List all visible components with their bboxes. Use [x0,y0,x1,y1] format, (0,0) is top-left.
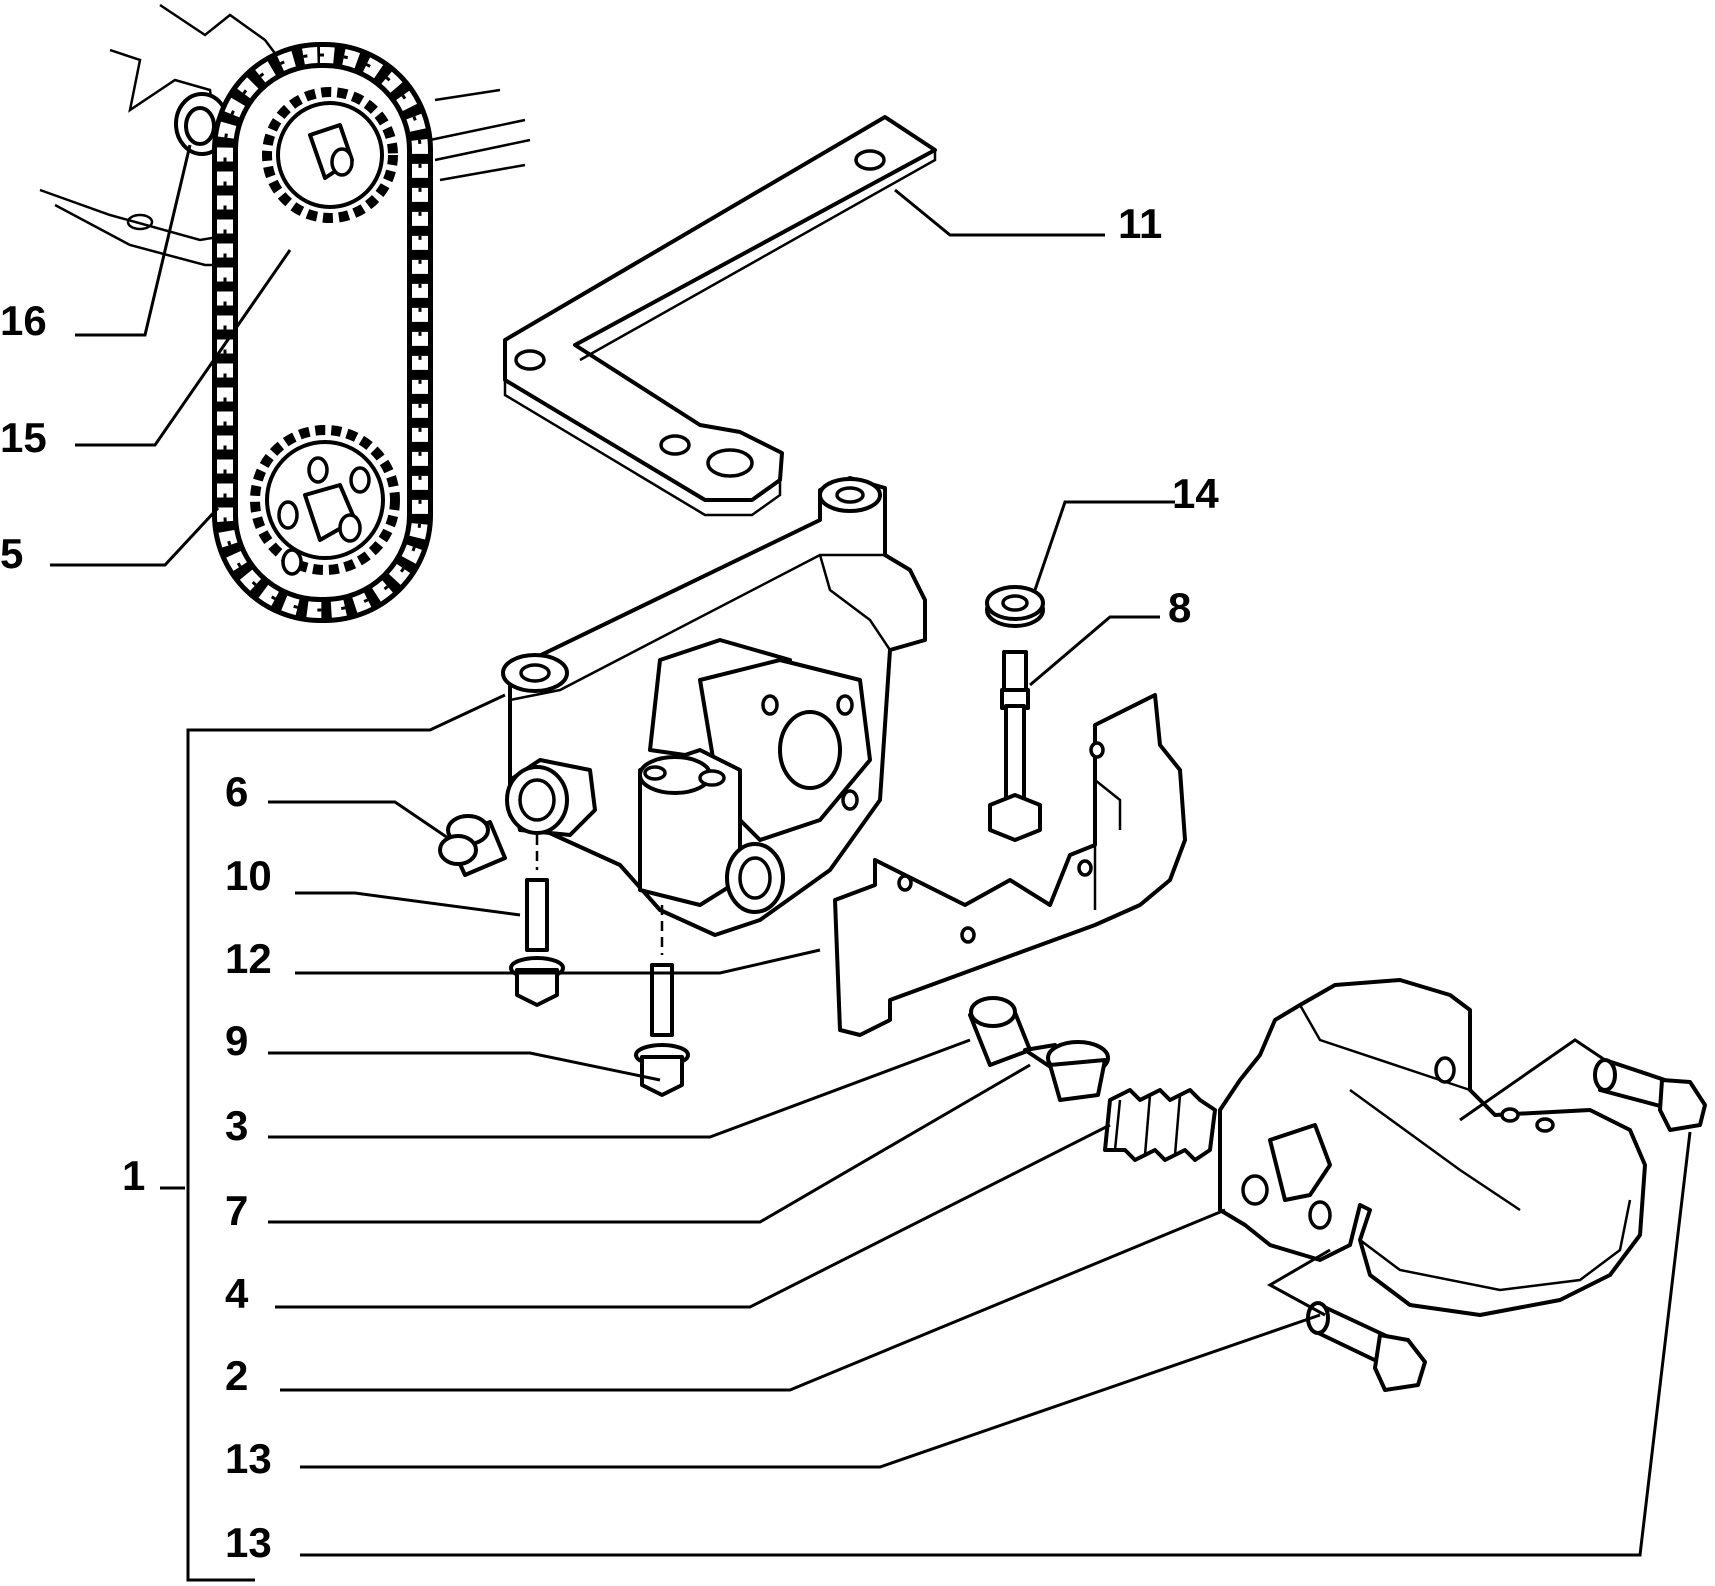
oil-pump-body [501,476,927,937]
callout-13-upper: 13 [225,1435,272,1482]
part-3-sleeve [968,996,1032,1067]
part-5-drive-chain [212,42,433,623]
callout-9: 9 [225,1017,248,1064]
callout-10: 10 [225,852,272,899]
callout-4: 4 [225,1270,249,1317]
part-10-screw [509,835,565,1007]
callout-1: 1 [122,1152,145,1199]
part-13-bolt-lower [1306,1301,1427,1392]
part-8-stud [988,650,1042,842]
callout-3: 3 [225,1102,248,1149]
leader-lines [50,144,1692,1582]
callout-14: 14 [1172,470,1219,517]
part-2-pump-cover [1218,978,1647,1317]
callout-5: 5 [0,530,23,577]
part-12-baffle-shield [833,693,1187,1037]
callout-12: 12 [225,935,272,982]
callout-7: 7 [225,1187,248,1234]
callout-labels: 16 15 5 11 14 8 6 10 12 9 3 1 7 4 2 13 1… [0,200,1219,1566]
part-15-upper-sprocket [262,87,398,223]
callout-15: 15 [0,414,47,461]
part-4-spring [1103,1088,1217,1162]
callout-6: 6 [225,768,248,815]
part-14-washer [985,585,1045,628]
part-7-relief-valve [1023,1040,1110,1102]
callout-13-lower: 13 [225,1519,272,1566]
part-9-screw [634,905,690,1097]
part-13-bolt-right [1593,1058,1707,1132]
callout-2: 2 [225,1352,248,1399]
callout-11: 11 [1118,200,1162,247]
part-6-plug [438,814,507,877]
callout-16: 16 [0,297,47,344]
part-5-lower-sprocket [250,425,400,576]
callout-8: 8 [1168,584,1191,631]
part-11-bracket-plate [503,115,937,517]
